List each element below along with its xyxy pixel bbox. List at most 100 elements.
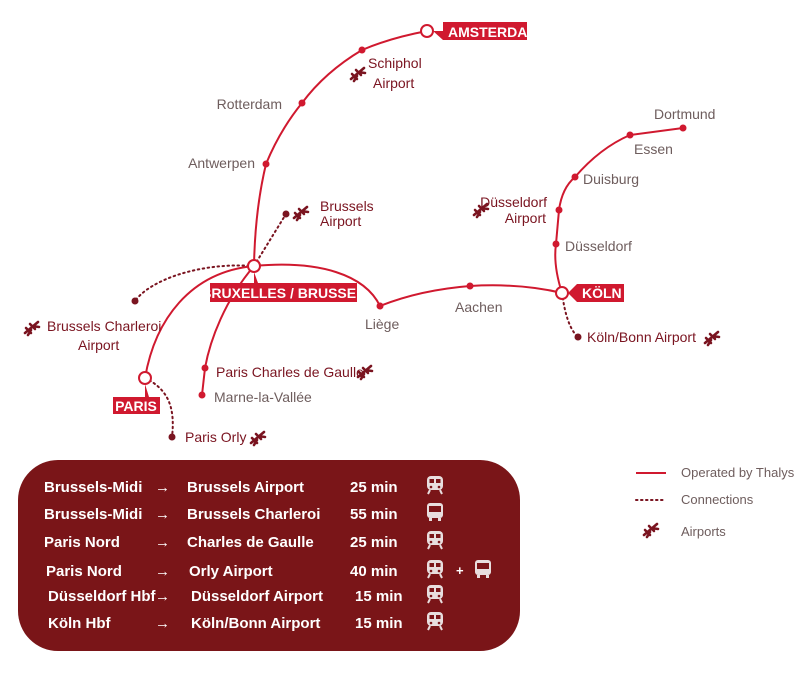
label-dusseldorf-airport-1: Düsseldorf [480,194,547,210]
label-dortmund: Dortmund [654,106,715,122]
label-rotterdam: Rotterdam [217,96,282,112]
connection-orly [144,377,174,438]
station-dot-aachen [466,282,474,290]
from-station: Paris Nord [46,563,122,580]
label-dusseldorf: Düsseldorf [565,238,632,254]
badge-koln [568,284,624,302]
station-dot-antwerpen [262,160,270,168]
label-charleroi-1: Brussels Charleroi [47,318,161,334]
bus-icon [474,559,492,583]
from-station: Brussels-Midi [44,479,143,496]
connection-charleroi [134,264,255,302]
label-amsterdam: AMSTERDAM [448,24,539,40]
train-icon [426,530,444,554]
hub-amsterdam [420,24,434,38]
badge-amsterdam [433,22,527,40]
hub-brussels [247,259,261,273]
travel-time: 40 min [350,563,398,580]
to-airport: Charles de Gaulle [187,534,314,551]
station-dot-rotterdam [298,99,306,107]
label-brussels: BRUXELLES / BRUSSEL [201,285,365,301]
label-liege: Liège [365,316,399,332]
line-koln-dortmund [554,127,684,294]
connection-row: Paris Nord → Charles de Gaulle 25 min [18,530,520,554]
from-station: Brussels-Midi [44,506,143,523]
badge-brussels [210,272,357,302]
travel-time: 15 min [355,615,403,632]
dot-brussels-airport [282,210,290,218]
travel-time: 25 min [350,534,398,551]
station-dot-essen [626,131,634,139]
arrow-icon: → [155,479,170,496]
label-essen: Essen [634,141,673,157]
train-icon [426,584,444,608]
bus-icon [426,502,444,526]
station-dot-dusseldorf-airport [555,206,563,214]
from-station: Düsseldorf Hbf [48,588,156,605]
from-station: Köln Hbf [48,615,111,632]
label-cdg: Paris Charles de Gaulle [216,364,364,380]
label-dusseldorf-airport-2: Airport [505,210,546,226]
to-airport: Orly Airport [189,563,273,580]
label-charleroi-2: Airport [78,337,119,353]
label-orly: Paris Orly [185,429,246,445]
airplane-icon [703,330,721,347]
train-icon [426,475,444,499]
connection-row: Brussels-Midi → Brussels Charleroi 55 mi… [18,502,520,526]
label-schiphol-1: Schiphol [368,55,422,71]
to-airport: Brussels Airport [187,479,304,496]
travel-time: 25 min [350,479,398,496]
line-brussels-paris [144,265,255,379]
connection-row: Paris Nord → Orly Airport 40 min + [18,559,520,583]
label-brussels-airport-2: Airport [320,213,361,229]
dot-koln-bonn [574,333,582,341]
line-brussels-liege [253,263,381,307]
label-brussels-airport-1: Brussels [320,198,374,214]
station-dot-dortmund [679,124,687,132]
arrow-icon: → [155,563,170,580]
airplane-icon [642,522,660,539]
train-icon [426,611,444,635]
airplane-icon [292,205,310,222]
station-dot-duisburg [571,173,579,181]
station-dot-marne [198,391,206,399]
from-station: Paris Nord [44,534,120,551]
label-duisburg: Duisburg [583,171,639,187]
label-koln-bonn: Köln/Bonn Airport [587,329,696,345]
dot-orly [168,433,176,441]
airplane-icon [349,66,367,83]
station-dot-cdg [201,364,209,372]
label-aachen: Aachen [455,299,502,315]
hub-koln [555,286,569,300]
label-paris: PARIS [115,398,157,414]
label-schiphol-2: Airport [373,75,414,91]
airplane-icon [23,320,41,337]
label-antwerpen: Antwerpen [188,155,255,171]
travel-time: 55 min [350,506,398,523]
badge-paris [113,384,160,414]
to-airport: Düsseldorf Airport [191,588,323,605]
train-icon [426,559,444,583]
station-dot-liege [376,302,384,310]
station-dot-schiphol [358,46,366,54]
arrow-icon: → [155,615,170,632]
label-marne: Marne-la-Vallée [214,389,312,405]
legend-connections: Connections [681,492,754,507]
legend-airports: Airports [681,524,726,539]
connection-row: Köln Hbf → Köln/Bonn Airport 15 min [18,611,520,635]
to-airport: Brussels Charleroi [187,506,321,523]
arrow-icon: → [155,588,170,605]
connection-brussels-airport [253,213,287,267]
connection-row: Düsseldorf Hbf → Düsseldorf Airport 15 m… [18,584,520,608]
station-dot-dusseldorf [552,240,560,248]
label-koln: KÖLN [582,285,622,301]
arrow-icon: → [155,506,170,523]
hub-paris [138,371,152,385]
plus-sign: + [456,563,464,578]
legend-operated: Operated by Thalys [681,465,795,480]
dot-charleroi [131,297,139,305]
airplane-icon [249,430,267,447]
